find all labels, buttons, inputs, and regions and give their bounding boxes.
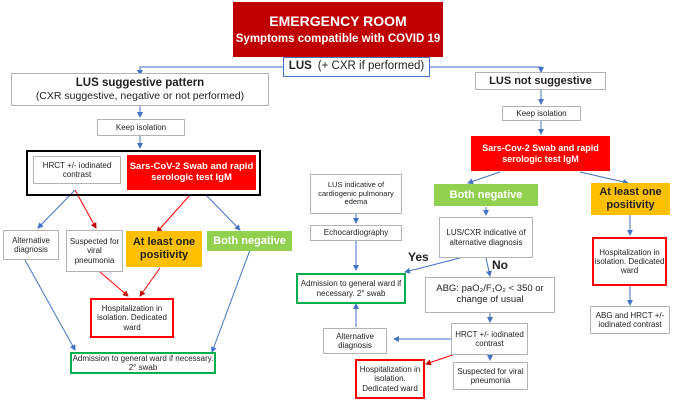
- header-title: EMERGENCY ROOM: [269, 12, 407, 29]
- lus-not-suggestive-box: LUS not suggestive: [475, 72, 606, 90]
- left-suspected-viral-pneumonia: Suspected for viral pneumonia: [66, 230, 123, 272]
- right-at-least-one-positivity: At least one positivity: [591, 183, 670, 215]
- left-hospitalization-isolation: Hospitalization in isolation. Dedicated …: [90, 298, 174, 338]
- lus-suggestive-box: LUS suggestive pattern (CXR suggestive, …: [11, 73, 269, 106]
- right-both-negative: Both negative: [434, 184, 538, 206]
- right-hrct: HRCT +/- iodinated contrast: [451, 323, 528, 355]
- lus-extra: (+ CXR if performed): [317, 60, 425, 73]
- lus-suggestive-subtitle: (CXR suggestive, negative or not perform…: [35, 90, 245, 103]
- cardiogenic-edema-box: LUS indicative of cardiogenic pulmonary …: [310, 174, 402, 214]
- right-keep-isolation: Keep isolation: [502, 106, 581, 121]
- yes-label: Yes: [408, 250, 429, 264]
- right-hospitalization-isolation: Hospitalization in isolation. Dedicated …: [592, 237, 667, 286]
- alternative-diagnosis-lus-box: LUS/CXR indicative of alternative diagno…: [439, 217, 533, 258]
- echocardiography-box: Echocardiography: [310, 225, 402, 241]
- lus-suggestive-title: LUS suggestive pattern: [75, 76, 205, 89]
- left-admission-general-ward: Admission to general ward if necessary. …: [70, 352, 216, 374]
- header-subtitle: Symptoms compatible with COVID 19: [235, 32, 441, 45]
- right-alternative-diagnosis: Alternative diagnosis: [323, 328, 387, 354]
- left-hrct: HRCT +/- iodinated contrast: [33, 156, 121, 184]
- emergency-room-header: EMERGENCY ROOM Symptoms compatible with …: [233, 2, 443, 57]
- lus-label: LUS: [288, 60, 312, 73]
- left-alternative-diagnosis: Alternative diagnosis: [3, 230, 59, 260]
- left-both-negative: Both negative: [207, 231, 292, 251]
- abg-box: ABG: paO₂/F₁O₂ < 350 or change of usual: [425, 277, 555, 313]
- left-keep-isolation: Keep isolation: [97, 119, 185, 136]
- right-hospitalization-isolation-2: Hospitalization in isolation. Dedicated …: [355, 359, 425, 399]
- left-swab-test: Sars-CoV-2 Swab and rapid serologic test…: [127, 155, 256, 190]
- lus-box: LUS (+ CXR if performed): [283, 57, 430, 77]
- left-test-group: [26, 150, 261, 196]
- right-suspected-viral-pneumonia: Suspected for viral pneumonia: [453, 362, 528, 390]
- no-label: No: [492, 258, 508, 272]
- right-swab-test: Sars-Cov-2 Swab and rapid serologic test…: [471, 136, 610, 171]
- abg-hrct-box: ABG and HRCT +/- iodinated contrast: [590, 306, 670, 334]
- left-at-least-one-positivity: At least one positivity: [126, 231, 202, 267]
- right-admission-general-ward: Admission to general ward if necessary. …: [296, 273, 406, 304]
